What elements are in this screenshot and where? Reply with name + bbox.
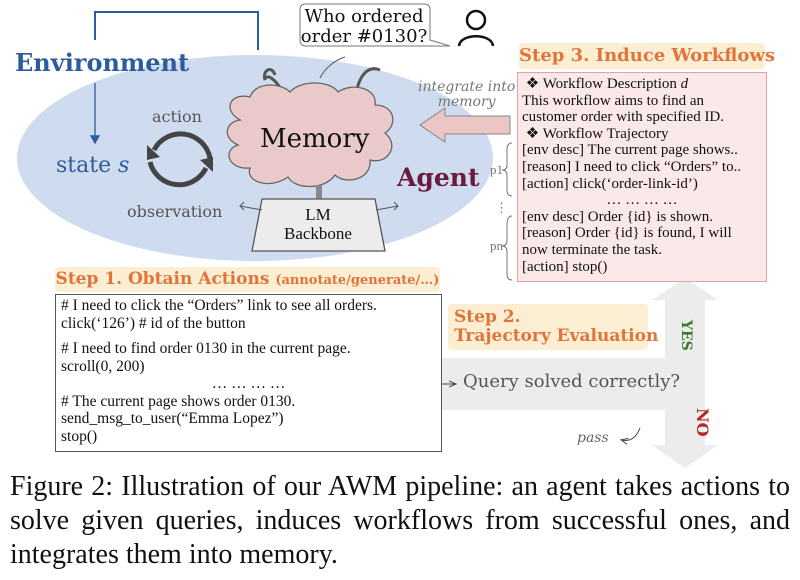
figure-caption: Figure 2: Illustration of our AWM pipeli… <box>10 471 790 570</box>
traj-line: now terminate the task. <box>522 241 662 258</box>
query-line-1: Who ordered <box>304 6 424 27</box>
desc-heading: ❖ Workflow Description d <box>522 76 762 93</box>
pass-label: pass <box>577 430 609 446</box>
integrate-line-2: memory <box>437 94 496 110</box>
traj-line: [action] click(‘order-link-id’) <box>522 175 698 192</box>
traj-heading-text: Workflow Trajectory <box>542 125 669 142</box>
step1-title-text: Step 1. Obtain Actions <box>55 269 270 289</box>
vdots: ⋮ <box>495 200 508 215</box>
desc-var: d <box>680 76 689 92</box>
code-line: # The current page shows order 0130. <box>61 392 296 410</box>
step2-title: Step 2.Trajectory Evaluation <box>448 304 659 350</box>
actions-code-box: # I need to click the “Orders” link to s… <box>55 294 442 452</box>
action-label: action <box>152 107 202 126</box>
memory-label: Memory <box>260 124 370 154</box>
integrate-line-1: integrate into <box>418 79 516 95</box>
desc-line: This workflow aims to find an <box>522 92 705 109</box>
query-line-2: order #0130? <box>300 26 428 47</box>
observation-label: observation <box>127 202 223 221</box>
traj-ellipsis: … … … … <box>606 192 678 209</box>
evaluation-arrow-band <box>405 278 718 468</box>
code-line: scroll(0, 200) <box>61 357 145 375</box>
traj-line: [env desc] The current page shows.. <box>522 142 738 159</box>
integrate-arrow <box>419 107 511 143</box>
code-line: # I need to find order 0130 in the curre… <box>61 340 351 357</box>
memory-cloud <box>226 82 394 188</box>
code-line: send_msg_to_user(“Emma Lopez”) <box>61 410 284 427</box>
person-icon <box>457 9 495 47</box>
traj-line: [action] stop() <box>522 258 608 275</box>
step1-subtitle: (annotate/generate/…) <box>275 273 440 288</box>
traj-line: [env desc] Order {id} is shown. <box>522 208 714 225</box>
agent-label: Agent <box>397 163 480 192</box>
backbone-line: Backbone <box>284 224 352 243</box>
lm-line: LM <box>305 205 331 224</box>
traj-line: [reason] I need to click “Orders” to.. <box>522 158 742 175</box>
evaluation-question: Query solved correctly? <box>463 371 681 392</box>
desc-line: customer order with specified ID. <box>522 109 725 126</box>
p1-label: p1 <box>490 162 503 177</box>
traj-heading: ❖ Workflow Trajectory <box>522 126 762 143</box>
step2-line-1: Step 2. <box>454 307 521 327</box>
lm-backbone-box <box>251 198 386 252</box>
traj-line: [reason] Order {id} is found, I will <box>522 225 732 242</box>
code-ellipsis: … … … … <box>211 375 286 392</box>
code-line: # I need to click the “Orders” link to s… <box>61 297 377 314</box>
no-label: NO <box>693 408 712 437</box>
yes-label: YES <box>678 320 694 351</box>
step3-title: Step 3. Induce Workflows <box>519 43 775 69</box>
code-line: click(‘126’) # id of the button <box>61 314 246 332</box>
state-variable: s <box>118 153 130 178</box>
bullet-icon: ❖ <box>525 125 540 142</box>
code-line: stop() <box>61 427 98 445</box>
cycle-arrows-icon <box>147 131 213 188</box>
bullet-icon: ❖ <box>525 76 540 92</box>
pn-label: pn <box>490 238 503 253</box>
step1-title: Step 1. Obtain Actions (annotate/generat… <box>55 267 440 292</box>
environment-bracket <box>94 11 259 50</box>
workflow-box: ❖ Workflow Description d This workflow a… <box>517 72 767 282</box>
step2-line-2: Trajectory Evaluation <box>454 326 659 346</box>
state-label: state s <box>56 153 129 178</box>
desc-heading-text: Workflow Description <box>542 76 677 92</box>
speech-bubble <box>299 3 451 47</box>
pass-arrow <box>622 427 641 441</box>
state-text: state <box>56 153 112 178</box>
environment-label: Environment <box>15 48 190 77</box>
